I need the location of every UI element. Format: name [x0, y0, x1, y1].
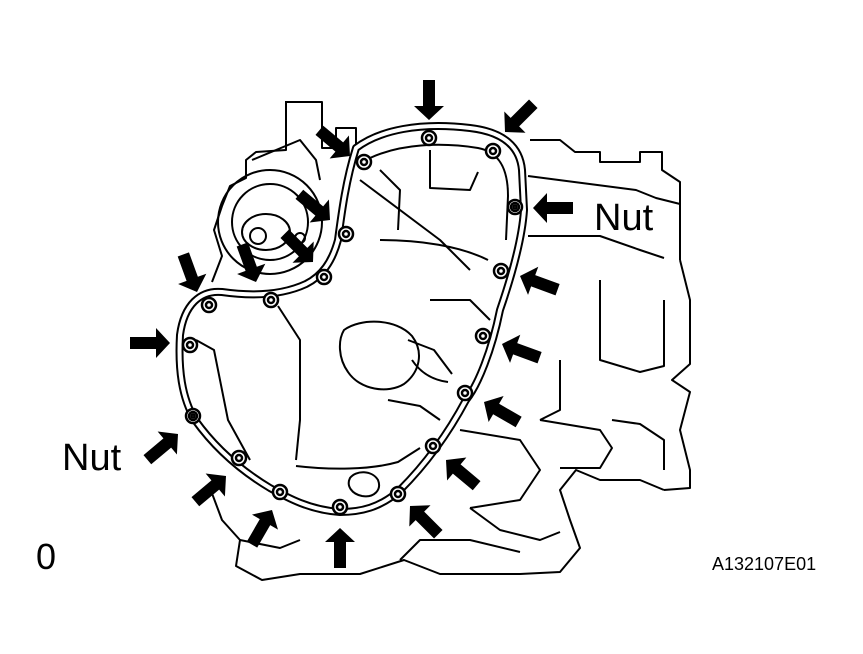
- arrow-icon: [325, 528, 355, 568]
- bolt: [230, 449, 248, 467]
- arrow-icon: [228, 239, 271, 288]
- bolt: [484, 142, 502, 160]
- engine-block-outline: [209, 101, 691, 581]
- arrow-icon: [496, 329, 545, 372]
- figure-id: A132107E01: [712, 554, 817, 574]
- bolt: [474, 327, 492, 345]
- nut: [506, 198, 524, 216]
- arrow-icon: [533, 193, 573, 223]
- bolt: [331, 498, 349, 516]
- bolt: [262, 291, 280, 309]
- bolt: [271, 483, 289, 501]
- arrow-icon: [185, 464, 236, 514]
- arrow-icon: [169, 249, 212, 298]
- bolt: [389, 485, 407, 503]
- cover-nuts: [184, 198, 524, 425]
- arrow-icon: [289, 182, 340, 232]
- bolt: [200, 296, 218, 314]
- bolt: [492, 262, 510, 280]
- arrow-icon: [514, 261, 563, 304]
- arrow-icon: [436, 448, 487, 498]
- arrow-icon: [414, 80, 444, 120]
- arrow-icon: [137, 422, 188, 472]
- arrow-icon: [476, 389, 527, 435]
- bolt: [337, 225, 355, 243]
- bolt: [315, 268, 333, 286]
- cover-bolts: [181, 129, 510, 516]
- bolt: [181, 336, 199, 354]
- arrow-icon: [399, 495, 449, 545]
- arrow-icon: [130, 328, 170, 358]
- nut: [184, 407, 202, 425]
- corner-mark: 0: [36, 536, 57, 577]
- timing-cover: [175, 122, 528, 516]
- nut-label-right: Nut: [594, 197, 654, 239]
- bolt: [456, 384, 474, 402]
- nut-label-left: Nut: [62, 437, 122, 479]
- bolt: [355, 153, 373, 171]
- bolt: [420, 129, 438, 147]
- bolt: [424, 437, 442, 455]
